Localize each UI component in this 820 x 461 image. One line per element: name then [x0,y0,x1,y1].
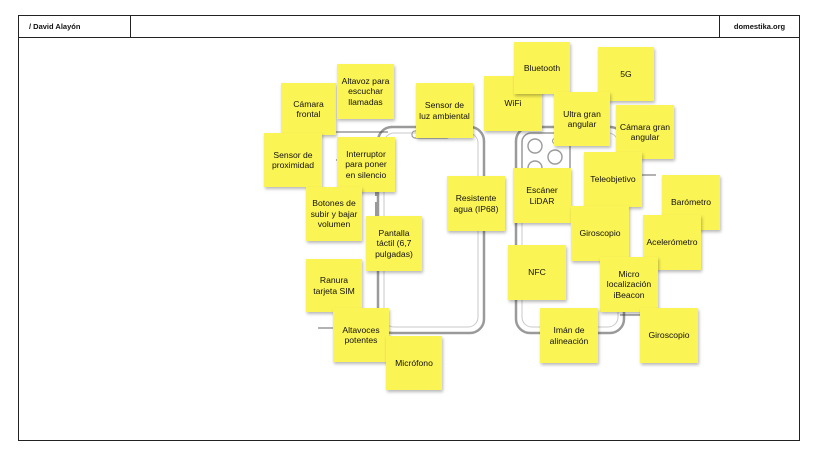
site-label: domestika.org [719,16,799,37]
sticky-note-altavoz-llamadas: Altavoz para escuchar llamadas [337,64,394,119]
slide-frame: / David Alayón domestika.org [18,15,800,441]
sticky-note-bluetooth: Bluetooth [514,42,570,94]
sticky-note-giroscopio-1: Giroscopio [571,206,629,261]
sticky-note-camara-frontal: Cámara frontal [281,83,336,135]
sticky-note-sensor-proximidad: Sensor de proximidad [264,133,322,187]
sticky-note-altavoces-potentes: Altavoces potentes [333,308,389,362]
sticky-note-escaner-lidar: Escáner LiDAR [513,168,571,223]
sticky-note-camara-gran-angular: Cámara gran angular [616,105,674,159]
sticky-note-ultra-gran-angular: Ultra gran angular [554,92,610,146]
sticky-note-interruptor-silencio: Interruptor para poner en silencio [337,137,395,192]
lens-ultra-wide [527,138,543,154]
sticky-note-botones-volumen: Botones de subir y bajar volumen [306,187,362,241]
sticky-note-sensor-luz: Sensor de luz ambiental [416,83,473,138]
sticky-note-nfc: NFC [508,245,566,300]
lens-wide [547,149,563,165]
sticky-note-resistente-agua: Resistente agua (IP68) [447,176,505,231]
sticky-note-micro-localizacion: Micro localización iBeacon [600,257,658,312]
sticky-note-pantalla-tactil: Pantalla táctil (6,7 pulgadas) [366,216,422,271]
header-bar: / David Alayón domestika.org [19,16,799,38]
sticky-note-giroscopio-2: Giroscopio [640,308,698,363]
sticky-note-iman-alineacion: Imán de alineación [540,308,598,363]
sticky-note-ranura-sim: Ranura tarjeta SIM [306,259,362,312]
sticky-note-teleobjetivo: Teleobjetivo [584,152,642,207]
sticky-note-acelerometro: Acelerómetro [643,215,701,270]
author-label: / David Alayón [19,16,131,37]
sticky-note-microfono: Micrófono [386,336,442,390]
